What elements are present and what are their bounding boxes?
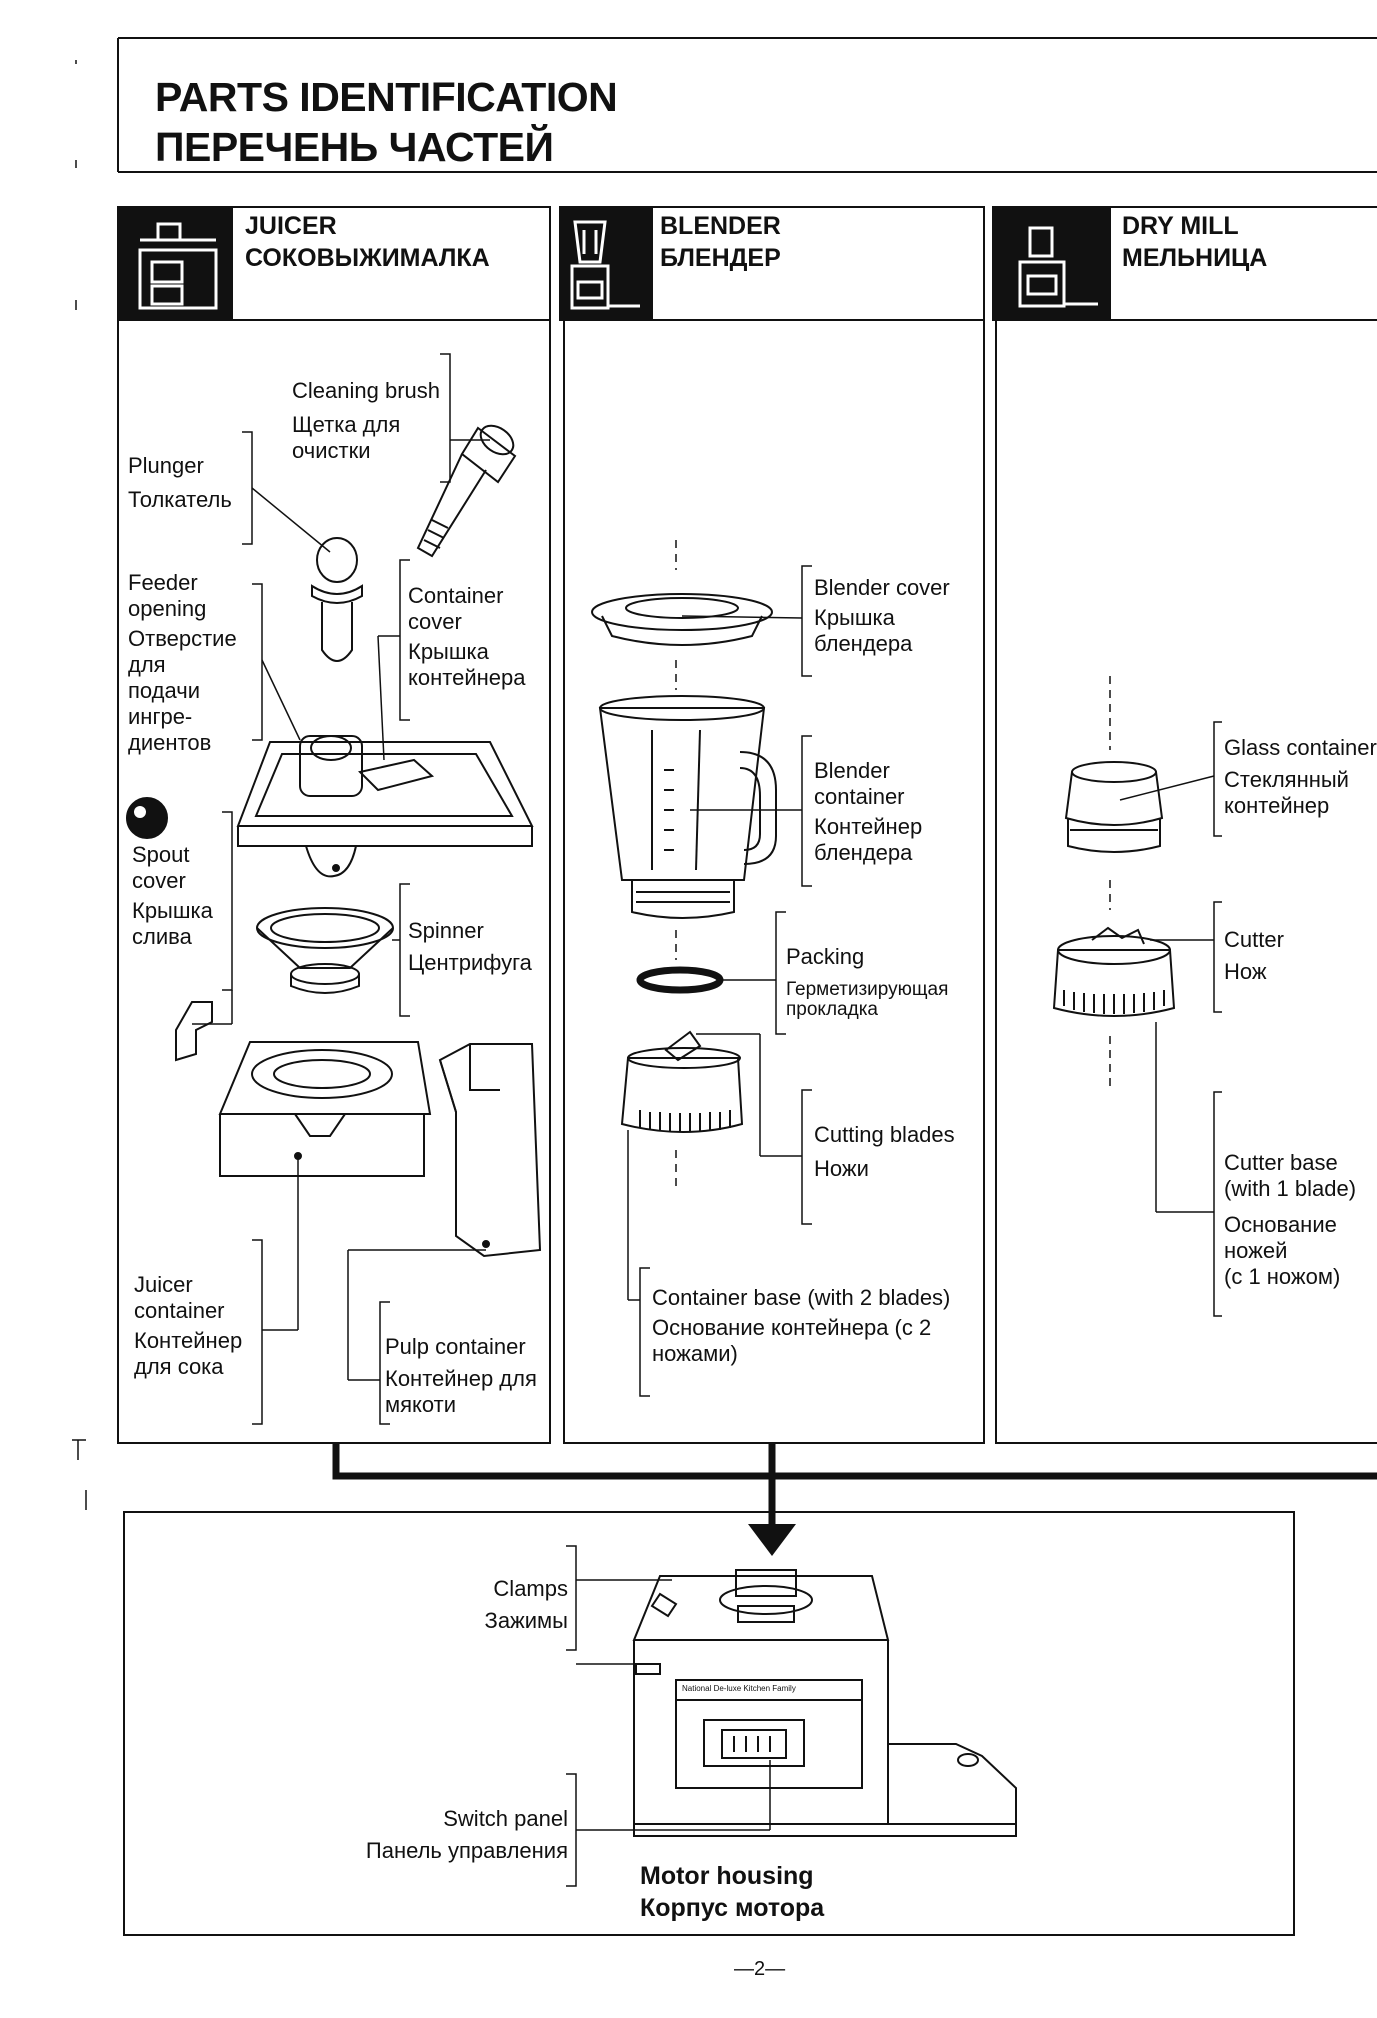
label-feeder-opening: Feeder opening Отверстие для подачи ингр… (128, 570, 237, 755)
dry-mill-header-en: DRY MILL (1122, 212, 1239, 240)
container-cover-drawing (236, 735, 534, 878)
label-clamps: Clamps Зажимы (484, 1576, 568, 1633)
blender-leader-lines (627, 540, 812, 1397)
label-glass-container: Glass container Стеклянный контейнер (1224, 735, 1377, 818)
motor-housing-drawing (632, 1569, 1017, 1837)
title-russian: ПЕРЕЧЕНЬ ЧАСТЕЙ (155, 124, 554, 170)
pulp-container-drawing (438, 1043, 542, 1258)
cutter-drawing (1052, 926, 1176, 1017)
dry-mill-header-ru: МЕЛЬНИЦА (1122, 244, 1268, 272)
title-english: PARTS IDENTIFICATION (155, 74, 618, 120)
title-frame (117, 37, 1377, 173)
label-container-cover: Container cover Крышка контейнера (408, 583, 526, 690)
dry-mill-header-icon (1018, 226, 1098, 308)
juicer-header-icon (138, 222, 218, 310)
label-juicer-container: Juicer container Контейнер для сока (134, 1272, 243, 1379)
label-switch-panel: Switch panel Панель управления (365, 1806, 568, 1863)
motor-section-frame (123, 1511, 1295, 1936)
down-arrow (748, 1524, 796, 1556)
label-blender-cover: Blender cover Крышка блендера (814, 575, 950, 656)
juicer-header: JUICER СОКОВЫЖИМАЛКА (245, 210, 490, 274)
label-motor-housing: Motor housing Корпус мотора (640, 1862, 825, 1922)
page-title: PARTS IDENTIFICATION ПЕРЕЧЕНЬ ЧАСТЕЙ (155, 72, 618, 172)
juicer-header-ru: СОКОВЫЖИМАЛКА (245, 244, 490, 272)
label-plunger: Plunger Толкатель (128, 453, 232, 512)
container-base-drawing (620, 1030, 744, 1133)
label-pulp-container: Pulp container Контейнер для мякоти (385, 1334, 537, 1417)
label-cutter-base: Cutter base (with 1 blade) Основание нож… (1224, 1150, 1357, 1289)
blender-header-ru: БЛЕНДЕР (660, 244, 781, 272)
juicer-header-en: JUICER (245, 212, 337, 240)
juicer-leader-lines (192, 353, 490, 1425)
label-spout-cover: Spout cover Крышка слива (132, 842, 213, 949)
dry-mill-leader-lines (1109, 676, 1222, 1317)
label-cutter: Cutter Нож (1224, 927, 1284, 984)
plunger-drawing (311, 537, 363, 662)
motor-brand-strip: National De-luxe Kitchen Family (682, 1684, 796, 1693)
label-container-base: Container base (with 2 blades) Основание… (652, 1285, 951, 1366)
cleaning-brush-drawing (416, 424, 517, 558)
label-cutting-blades: Cutting blades Ножи (814, 1122, 955, 1181)
spout-cover-drawing (126, 797, 213, 1062)
blender-header: BLENDER БЛЕНДЕР (660, 210, 781, 274)
label-spinner: Spinner Центрифуга (408, 918, 532, 975)
page-number: —2— (734, 1958, 786, 1980)
glass-container-drawing (1064, 761, 1164, 853)
label-blender-container: Blender container Контейнер блендера (814, 758, 923, 865)
scan-margin-marks (72, 60, 87, 1510)
juicer-container-drawing (218, 1041, 432, 1177)
connector-bracket (332, 1443, 1377, 1528)
packing-drawing (636, 966, 724, 994)
blender-cover-drawing (591, 593, 773, 646)
spinner-drawing (256, 907, 394, 994)
blender-header-icon (570, 220, 640, 310)
blender-container-drawing (598, 695, 777, 919)
dry-mill-header: DRY MILL МЕЛЬНИЦА (1122, 210, 1267, 274)
label-packing: Packing Герметизирующая прокладка (786, 944, 949, 1020)
motor-leader-lines (566, 1545, 771, 1887)
blender-header-en: BLENDER (660, 212, 781, 240)
label-cleaning-brush: Cleaning brush Щетка для очистки (292, 378, 440, 463)
